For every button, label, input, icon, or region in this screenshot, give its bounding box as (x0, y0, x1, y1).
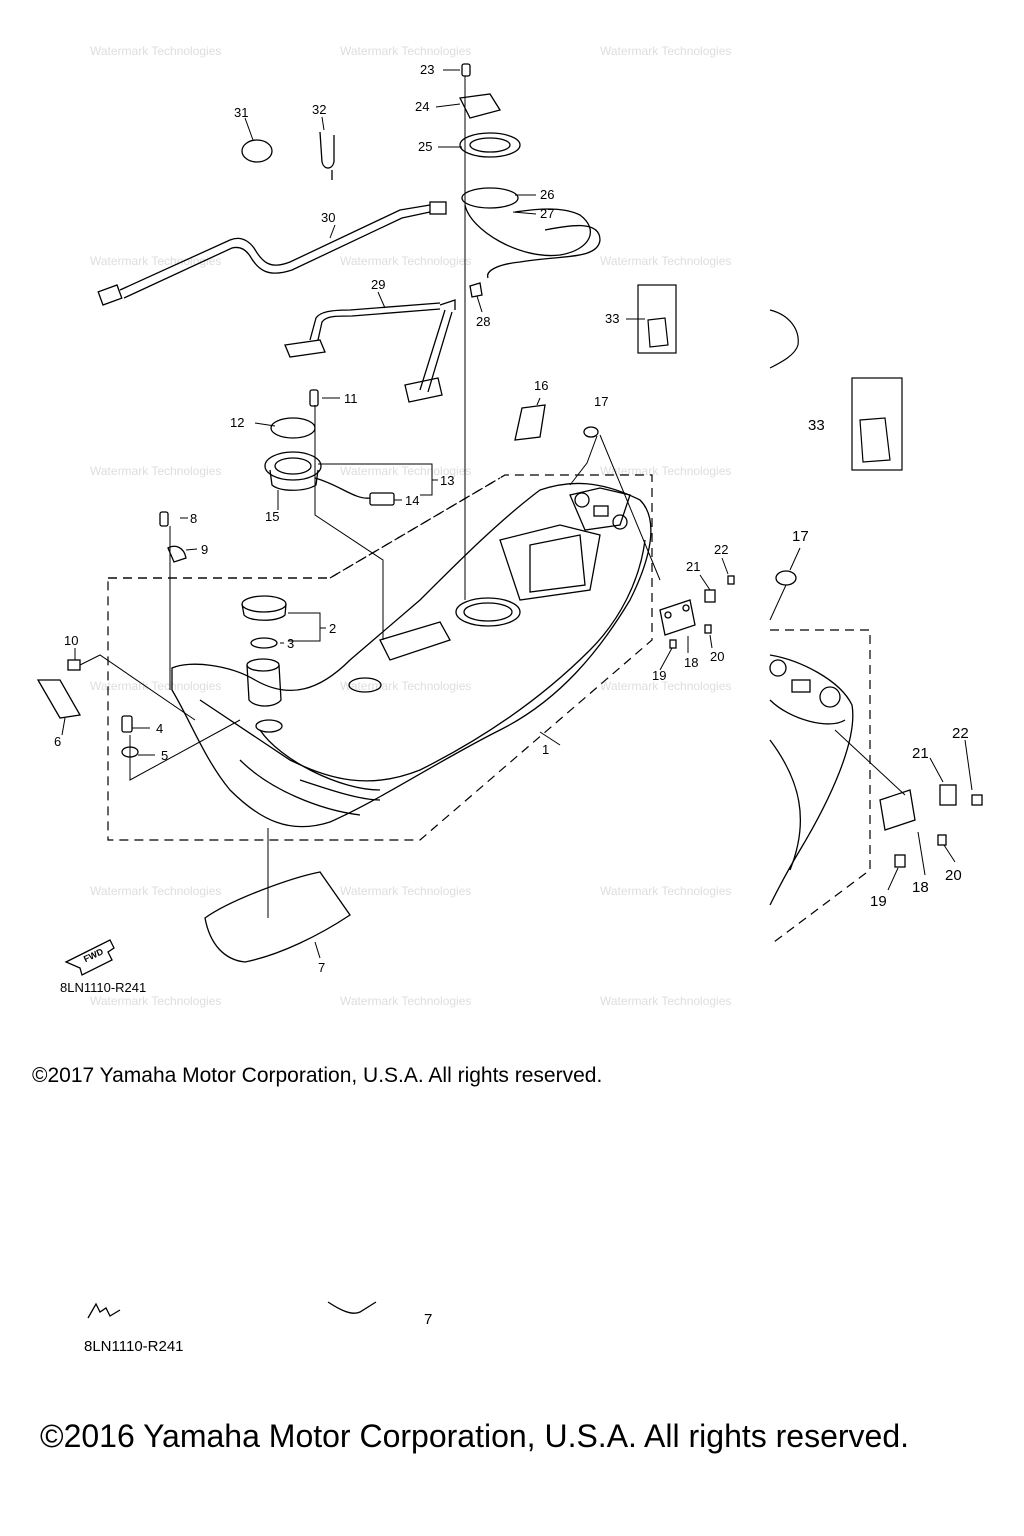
callout-7: 7 (318, 960, 325, 975)
callout-6: 6 (54, 734, 61, 749)
watermark: Watermark Technologies (340, 679, 471, 693)
cap-small (583, 426, 599, 438)
callout-4: 4 (156, 721, 163, 736)
watermark: Watermark Technologies (90, 679, 221, 693)
callout-26: 26 (540, 187, 554, 202)
fuel-pump-assembly (264, 389, 395, 506)
assembly-outline (107, 474, 653, 841)
detail-outline (769, 629, 871, 946)
watermark: Watermark Technologies (340, 994, 471, 1008)
label-plate (514, 404, 546, 441)
callout-21: 21 (686, 559, 700, 574)
callout-12: 12 (230, 415, 244, 430)
breather-hoses (284, 299, 456, 403)
forward-arrow: FWD (64, 939, 115, 976)
callout-28: 28 (476, 314, 490, 329)
callout-11: 11 (344, 391, 358, 406)
watermark: Watermark Technologies (600, 884, 731, 898)
callout-27: 27 (540, 206, 554, 221)
callout-16: 16 (534, 378, 548, 393)
watermark: Watermark Technologies (340, 254, 471, 268)
detail-callout-17: 17 (792, 528, 809, 545)
callout-23: 23 (420, 62, 434, 77)
callout-8: 8 (190, 511, 197, 526)
fuel-hose (97, 201, 447, 306)
fuel-tank (171, 482, 652, 828)
hose-clip (319, 131, 335, 180)
filler-cap (241, 595, 287, 621)
leader-lines (61, 69, 973, 959)
detail-callout-33: 33 (808, 417, 825, 434)
callout-1: 1 (542, 742, 549, 757)
callout-10: 10 (64, 633, 78, 648)
copyright-2016: ©2016 Yamaha Motor Corporation, U.S.A. A… (40, 1418, 910, 1454)
callout-9: 9 (201, 542, 208, 557)
diagram-code: 8LN1110-R241 (60, 980, 147, 995)
detail-callout-22: 22 (952, 725, 969, 742)
watermark: Watermark Technologies (90, 254, 221, 268)
callout-19: 19 (652, 668, 666, 683)
watermark: Watermark Technologies (340, 884, 471, 898)
callout-29: 29 (371, 277, 385, 292)
watermark: Watermark Technologies (600, 44, 731, 58)
diagram-code-lower: 8LN1110-R241 (84, 1338, 184, 1355)
sensor-boxes (637, 284, 903, 471)
callout-3: 3 (287, 636, 294, 651)
callout-5: 5 (161, 748, 168, 763)
upper-pump-module (459, 63, 601, 298)
watermark: Watermark Technologies (600, 464, 731, 478)
callout-30: 30 (321, 210, 335, 225)
detail-callout-19: 19 (870, 893, 887, 910)
callout-31: 31 (234, 105, 248, 120)
callout-labels: 1 2 3 4 5 6 7 8 9 10 11 12 13 14 15 16 1… (54, 62, 969, 975)
copyright-2017: ©2017 Yamaha Motor Corporation, U.S.A. A… (32, 1064, 603, 1087)
hose-clamp-ring (241, 139, 273, 163)
detail-callout-21: 21 (912, 745, 929, 762)
detail-tank-fragment (769, 570, 983, 906)
callout-13: 13 (440, 473, 454, 488)
watermark: Watermark Technologies (90, 884, 221, 898)
detail-callout-20: 20 (945, 867, 962, 884)
watermark: Watermark Technologies (340, 44, 471, 58)
watermark: Watermark Technologies (340, 464, 471, 478)
callout-14: 14 (405, 493, 419, 508)
callout-33: 33 (605, 311, 619, 326)
o-ring (250, 637, 278, 649)
pad (36, 679, 82, 719)
callout-20: 20 (710, 649, 724, 664)
watermark: Watermark Technologies (600, 994, 731, 1008)
watermark: Watermark Technologies (90, 994, 221, 1008)
callout-2: 2 (329, 621, 336, 636)
lower-fragment (87, 1301, 377, 1319)
watermark: Watermark Technologies (90, 44, 221, 58)
filler-neck (246, 658, 283, 733)
watermark: Watermark Technologies (600, 679, 731, 693)
bracket-group (659, 575, 735, 649)
callout-22: 22 (714, 542, 728, 557)
clamp-group (67, 511, 187, 671)
fragment-callout-7: 7 (424, 1311, 432, 1328)
watermark: Watermark Technologies (90, 464, 221, 478)
callout-18: 18 (684, 655, 698, 670)
detail-callout-18: 18 (912, 879, 929, 896)
callout-24: 24 (415, 99, 429, 114)
sheet (204, 871, 351, 963)
callout-15: 15 (265, 509, 279, 524)
callout-17: 17 (594, 394, 608, 409)
callout-25: 25 (418, 139, 432, 154)
watermark-layer: Watermark Technologies Watermark Technol… (90, 44, 731, 1008)
callout-32: 32 (312, 102, 326, 117)
watermark: Watermark Technologies (600, 254, 731, 268)
